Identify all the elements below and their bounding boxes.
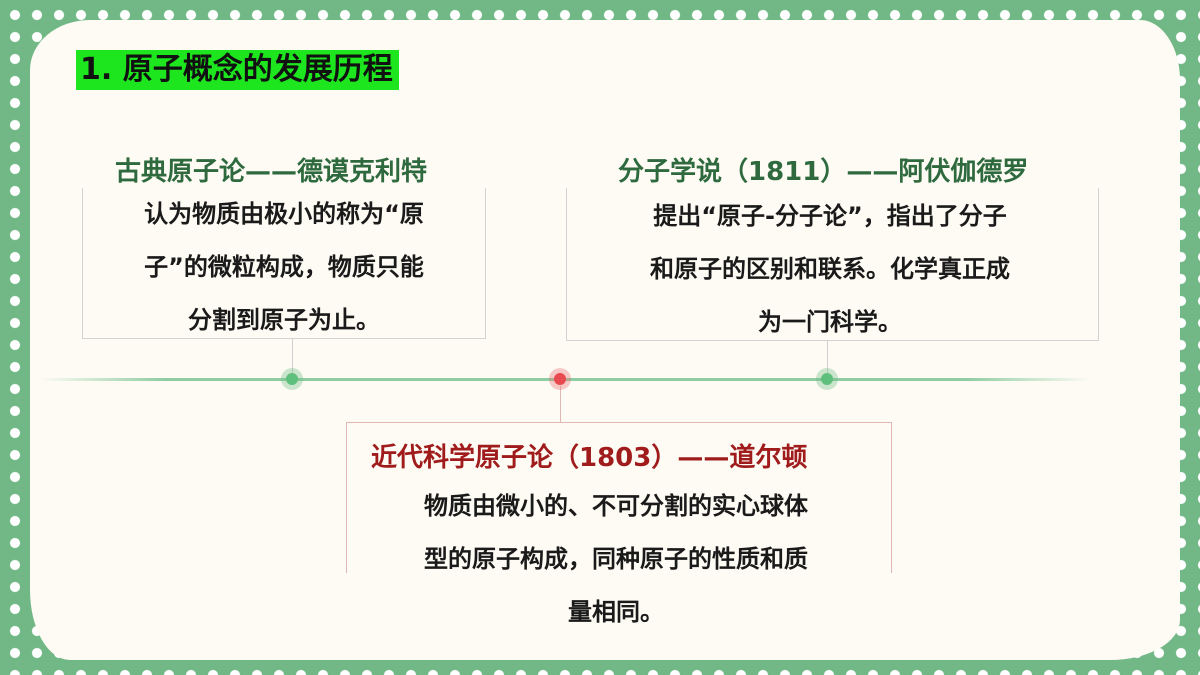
right-connector [827,340,828,374]
left-event-box [82,188,486,339]
bottom-event-line: 量相同。 [568,598,664,626]
bottom-event-line: 物质由微小的、不可分割的实心球体 [424,492,808,520]
timeline-node-classical [286,373,298,385]
right-event-line: 和原子的区别和联系。化学真正成 [650,255,1010,283]
bottom-connector [560,386,561,422]
bottom-event-heading: 近代科学原子论（1803）——道尔顿 [371,443,808,473]
right-event-line: 提出“原子-分子论”，指出了分子 [653,202,1007,230]
left-event-line: 分割到原子为止。 [188,306,380,334]
timeline-node-molecular [821,373,833,385]
slide-title: 1. 原子概念的发展历程 [76,50,399,90]
right-event-box [566,188,1099,341]
left-event-line: 认为物质由极小的称为“原 [144,200,424,228]
right-event-line: 为一门科学。 [758,308,902,336]
bottom-event-line: 型的原子构成，同种原子的性质和质 [424,545,808,573]
bottom-event-box [346,422,892,573]
left-event-heading: 古典原子论——德谟克利特 [115,157,428,187]
left-connector [292,338,293,374]
timeline-node-dalton [554,373,566,385]
left-event-line: 子”的微粒构成，物质只能 [144,253,424,281]
bottom-event-text: 物质由微小的、不可分割的实心球体 型的原子构成，同种原子的性质和质 量相同。 [356,480,876,639]
right-event-text: 提出“原子-分子论”，指出了分子 和原子的区别和联系。化学真正成 为一门科学。 [585,190,1075,349]
left-event-text: 认为物质由极小的称为“原 子”的微粒构成，物质只能 分割到原子为止。 [95,188,473,347]
right-event-heading: 分子学说（1811）——阿伏伽德罗 [618,157,1029,187]
